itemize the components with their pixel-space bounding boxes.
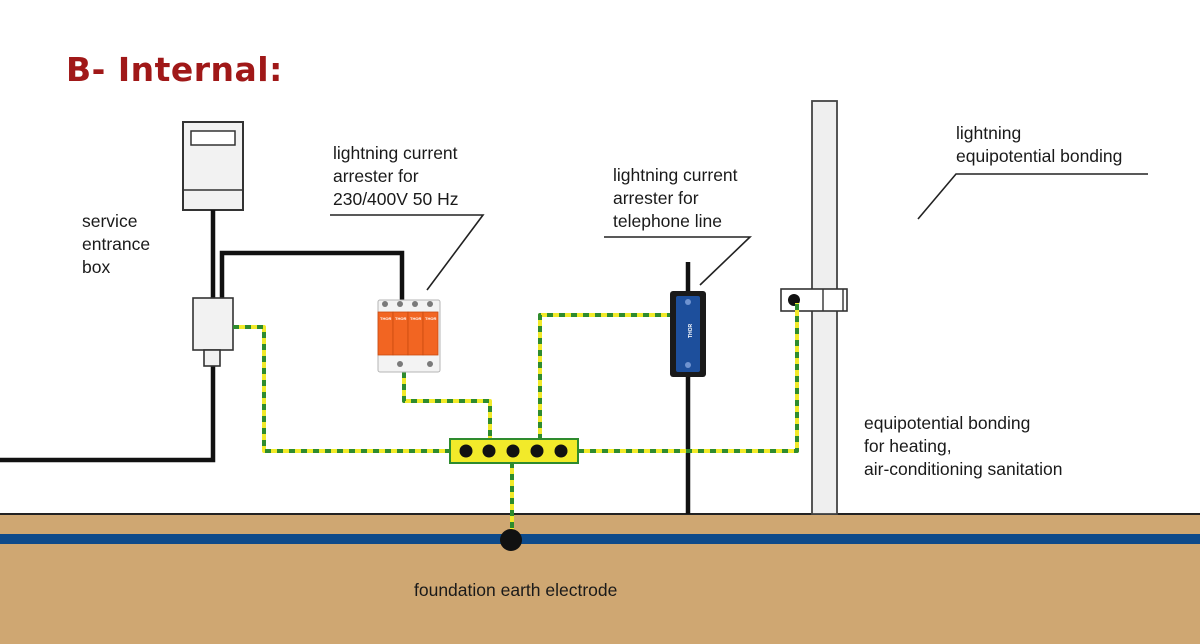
meter-unit [192, 297, 234, 367]
hvac-bonding-label: equipotential bonding for heating, air-c… [864, 413, 1063, 479]
power-arrester: THOR THOR THOR THOR [377, 299, 441, 373]
arrester-module-label: THOR [395, 316, 406, 321]
bonding-label: lightning equipotential bonding [956, 123, 1123, 166]
foundation-label: foundation earth electrode [414, 580, 618, 600]
arrester-module-label: THOR [380, 316, 391, 321]
busbar [449, 438, 579, 464]
tel-arrester-label: THOR [688, 323, 694, 338]
service-box-label: service entrance box [82, 211, 151, 277]
earth-conductors [233, 303, 799, 540]
telephone-arrester-label: lightning current arrester for telephone… [613, 165, 738, 231]
service-entrance-box [182, 121, 244, 211]
water-pipe-line [0, 534, 1200, 544]
arrester-module-label: THOR [425, 316, 436, 321]
pointer-lines [330, 173, 1148, 291]
arrester-module-label: THOR [410, 316, 421, 321]
power-arrester-label: lightning current arrester for 230/400V … [333, 143, 459, 209]
foundation-earth-electrode [500, 529, 522, 551]
page-title: B- Internal: [66, 50, 283, 89]
pipe-clamp [780, 288, 848, 312]
telephone-arrester: THOR [670, 291, 706, 377]
supply-cables [0, 210, 405, 463]
